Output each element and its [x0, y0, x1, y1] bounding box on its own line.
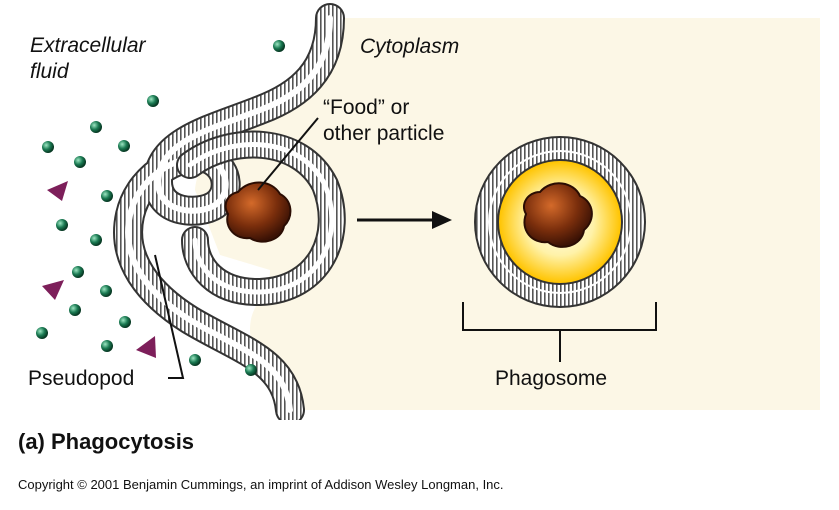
molecule	[36, 327, 48, 339]
cytoplasm-label: Cytoplasm	[360, 35, 460, 58]
molecule	[101, 340, 113, 352]
molecule	[56, 219, 68, 231]
molecule	[90, 234, 102, 246]
molecule	[273, 40, 285, 52]
phagosome	[474, 136, 646, 308]
extracellular-label-line1: Extracellular	[30, 34, 146, 57]
molecule	[100, 285, 112, 297]
extracellular-molecules	[36, 40, 285, 376]
triangle-particle	[47, 181, 68, 201]
molecule	[90, 121, 102, 133]
phagosome-bracket	[462, 302, 657, 362]
molecule	[245, 364, 257, 376]
molecule	[101, 190, 113, 202]
food-particle	[224, 181, 292, 243]
triangle-particle	[42, 280, 64, 300]
cell-membrane	[113, 3, 345, 420]
figure-caption: (a) Phagocytosis	[18, 429, 195, 454]
food-label-line2: other particle	[323, 122, 445, 145]
process-arrow	[357, 211, 452, 229]
molecule	[42, 141, 54, 153]
molecule	[147, 95, 159, 107]
food-label: “Food” or other particle	[323, 95, 444, 147]
extracellular-label: Extracellular fluid	[30, 33, 146, 85]
triangle-particle	[136, 336, 156, 358]
phagocytosis-diagram	[36, 3, 820, 420]
pseudopod-pointer-line	[154, 254, 185, 379]
molecule	[74, 156, 86, 168]
molecule	[72, 266, 84, 278]
molecule	[118, 140, 130, 152]
molecule	[119, 316, 131, 328]
phagosome-particle	[522, 182, 593, 248]
extracellular-label-line2: fluid	[30, 60, 69, 83]
copyright-notice: Copyright © 2001 Benjamin Cummings, an i…	[18, 477, 504, 492]
phagosome-label: Phagosome	[495, 367, 608, 390]
food-label-line1: “Food” or	[323, 96, 410, 119]
food-pointer-line	[257, 117, 319, 191]
molecule	[189, 354, 201, 366]
forming-vesicle-membrane	[176, 130, 346, 306]
pseudopod-label: Pseudopod	[28, 367, 135, 390]
molecule	[69, 304, 81, 316]
